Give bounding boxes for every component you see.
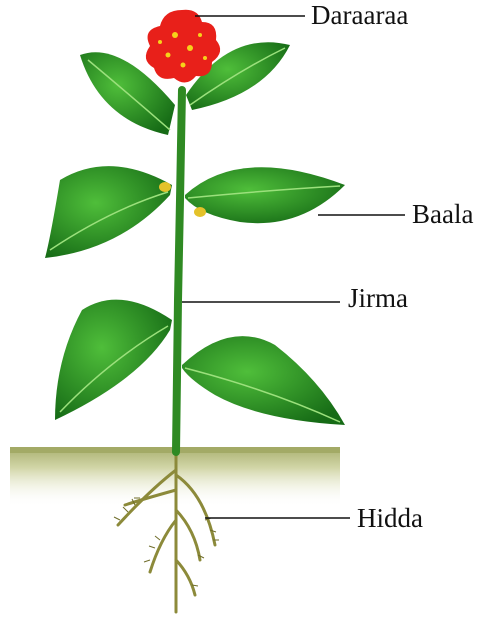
label-root: Hidda — [357, 505, 423, 532]
main-stem — [176, 90, 182, 452]
label-flower: Daraaraa — [311, 2, 408, 29]
bud-right — [194, 207, 206, 217]
leaves — [45, 42, 345, 425]
label-leaf: Baala — [412, 201, 473, 228]
flower — [146, 10, 220, 83]
bud-left — [159, 182, 171, 192]
label-stem: Jirma — [348, 285, 408, 312]
